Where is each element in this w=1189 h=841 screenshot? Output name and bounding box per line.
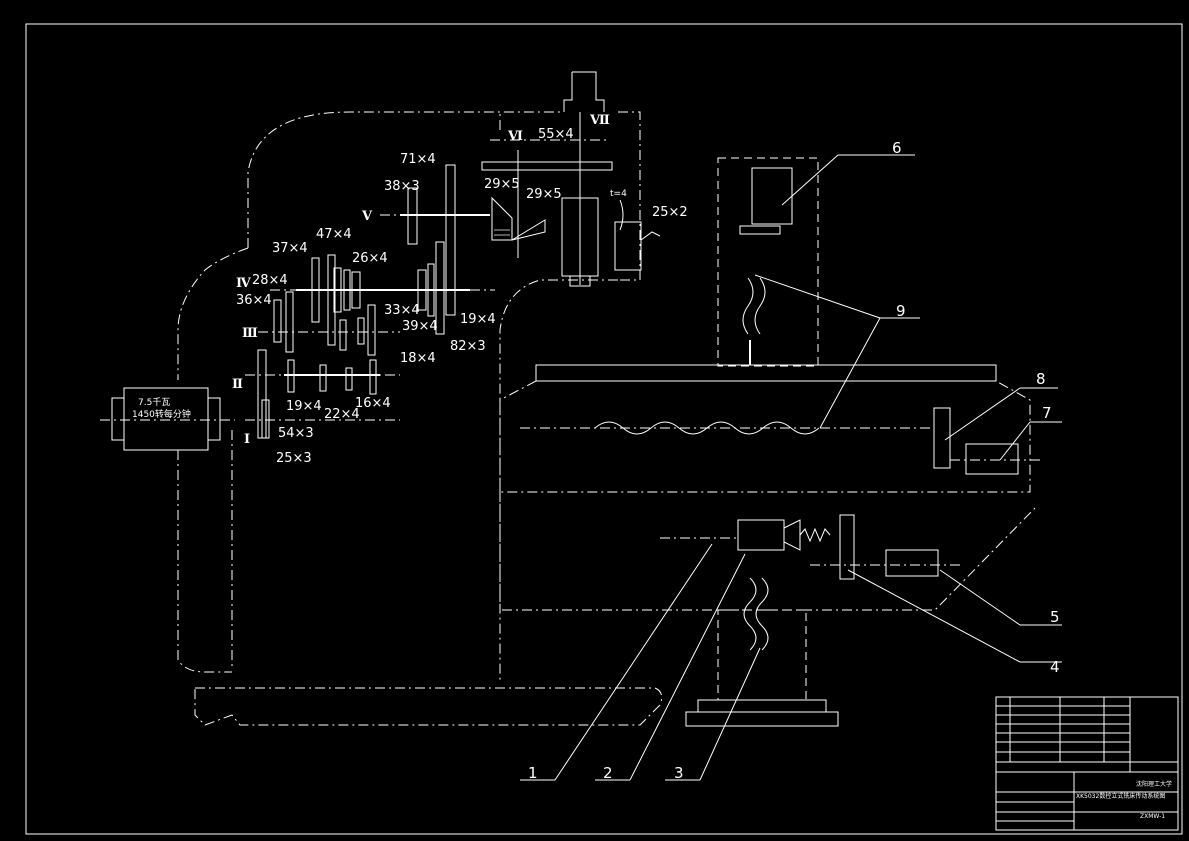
motor-label-line2: 1450转每分钟: [132, 408, 191, 420]
drawing-frame: [25, 23, 1183, 835]
gear-label-54x3: 54×3: [278, 426, 314, 441]
gear-label-22x4: 22×4: [324, 407, 360, 422]
title-block-school: 沈阳理工大学: [1136, 780, 1172, 788]
gear-label-16x4: 16×4: [355, 396, 391, 411]
shaft-label-3: Ⅲ: [242, 326, 258, 341]
callout-8: 8: [1036, 370, 1046, 388]
gear-train: [257, 112, 661, 439]
gear-label-55x4: 55×4: [538, 127, 574, 142]
gear-label-33x4: 33×4: [384, 303, 420, 318]
shaft-label-6: Ⅵ: [507, 129, 523, 144]
gear-label-25x3: 25×3: [276, 451, 312, 466]
callout-1: 1: [528, 764, 538, 782]
spindle-head-top: [563, 71, 605, 112]
gear-label-39x4: 39×4: [402, 319, 438, 334]
gear-label-29x5a: 29×5: [484, 177, 520, 192]
shaft-label-1: Ⅰ: [244, 432, 250, 447]
leader-lines: [520, 154, 1062, 781]
gear-label-19x4b: 19×4: [460, 312, 496, 327]
gear-label-82x3: 82×3: [450, 339, 486, 354]
pitch-label-t4: t=4: [610, 189, 627, 199]
shaft-label-5: Ⅴ: [361, 209, 373, 224]
title-block-title: XK5032数控立式铣床传动系统图: [1076, 792, 1165, 800]
gear-label-37x4: 37×4: [272, 241, 308, 256]
gear-label-36x4: 36×4: [236, 293, 272, 308]
gear-label-47x4: 47×4: [316, 227, 352, 242]
callout-7: 7: [1042, 404, 1052, 422]
motor-label-line1: 7.5千瓦: [138, 397, 170, 408]
main-motor: 7.5千瓦 1450转每分钟: [100, 387, 235, 451]
gear-label-38x3: 38×3: [384, 179, 420, 194]
gear-label-26x4: 26×4: [352, 251, 388, 266]
knee: [499, 492, 1036, 727]
gear-label-71x4: 71×4: [400, 152, 436, 167]
gear-label-25x2: 25×2: [652, 205, 688, 220]
shaft-label-2: Ⅱ: [232, 377, 243, 392]
callout-9: 9: [896, 302, 906, 320]
title-block: 沈阳理工大学 XK5032数控立式铣床传动系统图 ZXMW-1: [995, 696, 1179, 831]
shaft-label-7: Ⅶ: [589, 113, 610, 128]
title-block-drawing-no: ZXMW-1: [1140, 813, 1165, 820]
shaft-label-4: Ⅳ: [236, 276, 251, 291]
column-outline: [177, 111, 663, 726]
callout-5: 5: [1050, 608, 1060, 626]
callout-4: 4: [1050, 658, 1060, 676]
gear-label-18x4: 18×4: [400, 351, 436, 366]
worktable: [499, 364, 1040, 493]
gear-label-29x5b: 29×5: [526, 187, 562, 202]
gear-label-19x4a: 19×4: [286, 399, 322, 414]
callout-2: 2: [603, 764, 613, 782]
callout-3: 3: [674, 764, 684, 782]
gear-label-28x4: 28×4: [252, 273, 288, 288]
callout-6: 6: [892, 139, 902, 157]
z-axis-drive: [717, 157, 819, 367]
